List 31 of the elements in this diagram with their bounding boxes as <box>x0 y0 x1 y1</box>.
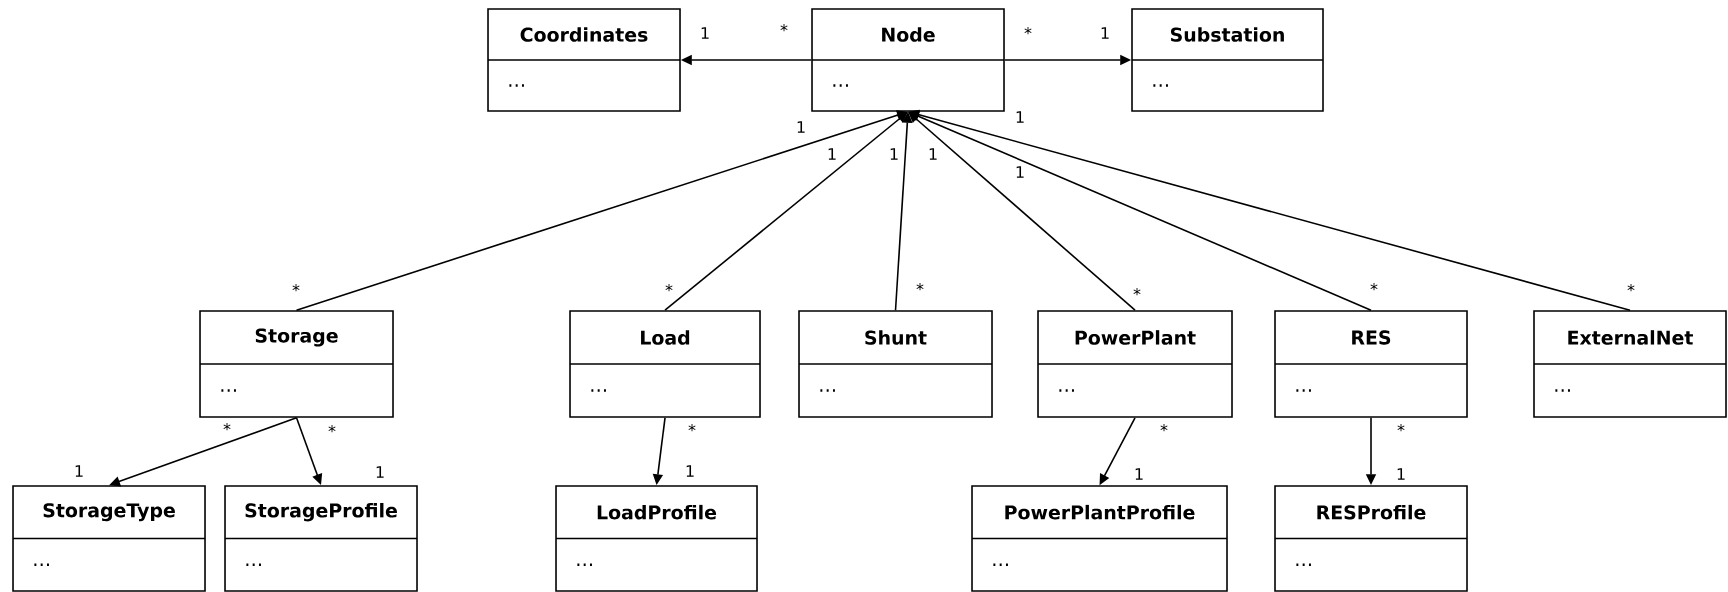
class-box: LoadProfile … <box>555 485 758 592</box>
class-box: Node … <box>811 8 1005 112</box>
multiplicity-label: * <box>292 284 300 292</box>
multiplicity-label: * <box>916 283 924 291</box>
multiplicity-label: * <box>780 24 788 32</box>
class-box: StorageType … <box>12 485 206 592</box>
class-box: Shunt … <box>798 310 993 418</box>
multiplicity-label: 1 <box>797 121 805 133</box>
multiplicity-label: 1 <box>1016 111 1024 123</box>
class-box: ExternalNet … <box>1533 310 1727 418</box>
multiplicity-label: 1 <box>1101 27 1109 39</box>
multiplicity-label: 1 <box>929 148 937 160</box>
class-box: PowerPlantProfile … <box>971 485 1228 592</box>
class-box: StorageProfile … <box>224 485 418 592</box>
class-box: Load … <box>569 310 761 418</box>
multiplicity-label: * <box>1627 284 1635 292</box>
class-box: RESProfile … <box>1274 485 1468 592</box>
multiplicity-label: 1 <box>701 27 709 39</box>
class-box: PowerPlant … <box>1037 310 1233 418</box>
multiplicity-label: * <box>223 423 231 431</box>
multiplicity-label: 1 <box>1016 166 1024 178</box>
multiplicity-label: * <box>1370 283 1378 291</box>
class-box: RES … <box>1274 310 1468 418</box>
multiplicity-label: 1 <box>890 148 898 160</box>
class-box: Storage … <box>199 310 394 418</box>
multiplicity-label: * <box>1133 288 1141 296</box>
multiplicity-label: * <box>665 284 673 292</box>
class-box: Substation … <box>1131 8 1324 112</box>
class-box: Coordinates … <box>487 8 681 112</box>
multiplicity-label: 1 <box>828 148 836 160</box>
multiplicity-label: * <box>1024 27 1032 35</box>
